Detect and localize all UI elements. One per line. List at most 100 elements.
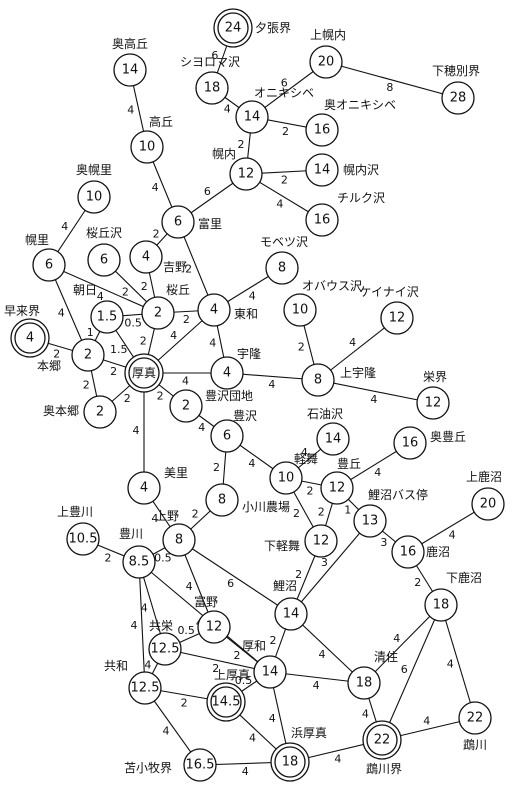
node-circle xyxy=(235,100,269,134)
node-circle xyxy=(269,461,303,495)
node-value: 14 xyxy=(314,163,331,178)
node-value: 8 xyxy=(175,533,183,548)
edge-weight: 2 xyxy=(293,507,300,520)
edge-keinai-kamiuryu xyxy=(317,317,398,381)
node-circle xyxy=(197,610,231,644)
edge-weight: 2 xyxy=(140,335,147,348)
node-value: 6 xyxy=(174,215,182,230)
edge-weight: 6 xyxy=(281,77,288,90)
node-label: 幌内沢 xyxy=(343,162,379,177)
node-shimokashinuma: 18 下鹿沼 xyxy=(424,570,482,622)
edge-shimokashinuma-kiyozumi xyxy=(363,604,442,684)
node-label: 幌内 xyxy=(212,146,236,161)
edge-weight: 2 xyxy=(192,508,199,521)
edge-kashiwanumabus-koinuma xyxy=(290,520,371,615)
edge-weight: 1.5 xyxy=(110,343,128,356)
node-circle xyxy=(458,701,492,735)
node-value: 18 xyxy=(204,81,221,96)
edge-weight: 2 xyxy=(105,551,112,564)
node-value: 12 xyxy=(425,396,442,411)
node-value: 8 xyxy=(314,373,322,388)
node-label: チルク沢 xyxy=(337,191,385,205)
node-value: 2 xyxy=(84,348,92,363)
node-circle xyxy=(77,180,111,214)
node-label: 宇隆 xyxy=(237,346,261,361)
edge-weight: 2 xyxy=(153,228,160,241)
node-circle xyxy=(305,113,339,147)
node-circle xyxy=(90,300,124,334)
node-label: 夕張界 xyxy=(255,21,291,35)
node-value: 4 xyxy=(210,303,218,318)
node-circle xyxy=(83,395,117,429)
node-circle xyxy=(309,45,343,79)
node-label: 鹿沼 xyxy=(426,544,450,559)
node-value: 16 xyxy=(314,213,331,228)
node-circle xyxy=(253,655,287,689)
edge-weight: 6 xyxy=(204,185,211,198)
node-label: 上幌内 xyxy=(310,27,346,42)
node-value: 12.5 xyxy=(151,642,180,657)
edge-weight: 2 xyxy=(295,568,302,581)
node-circle xyxy=(162,523,196,557)
node-uryu: 4宇隆 xyxy=(210,346,261,390)
node-circle xyxy=(148,632,182,666)
edge-weight: 2 xyxy=(282,125,289,138)
edge-weight: 4 xyxy=(374,466,381,479)
edge-kyoei-atsuwa xyxy=(164,648,271,673)
node-label: モベツ沢 xyxy=(260,235,308,249)
edge-weight: 4 xyxy=(276,197,283,210)
node-circle xyxy=(391,535,425,569)
edge-weight: 6 xyxy=(401,663,408,676)
node-inner-ring xyxy=(210,686,242,718)
edge-weight: 0.5 xyxy=(235,674,253,687)
node-value: 10 xyxy=(278,471,295,486)
node-value: 4 xyxy=(142,250,150,265)
node-asahi: 1.5朝日 xyxy=(73,283,124,334)
edge-weight: 1 xyxy=(344,504,351,517)
node-label: 高丘 xyxy=(149,114,173,129)
node-circle xyxy=(320,471,354,505)
edge-weight: 2 xyxy=(53,348,60,361)
node-label: 厚真 xyxy=(132,366,156,380)
node-circle xyxy=(265,251,299,285)
node-label: 鯉沼バス停 xyxy=(368,487,428,502)
node-value: 4 xyxy=(26,331,34,346)
node-label: 奥幌里 xyxy=(76,162,112,177)
node-label: 鵡川界 xyxy=(366,762,402,776)
node-circle xyxy=(87,243,121,277)
edge-weight: 6 xyxy=(211,49,218,62)
node-circle xyxy=(380,301,414,335)
edge-weight: 4 xyxy=(163,725,170,738)
node-label: 下穂別界 xyxy=(432,64,480,78)
node-circle xyxy=(205,483,239,517)
node-value: 16 xyxy=(314,123,331,138)
node-circle xyxy=(416,386,450,420)
node-label: 下鹿沼 xyxy=(446,570,482,585)
node-label: 豊沢団地 xyxy=(205,389,253,403)
edge-weight: 2 xyxy=(270,634,277,647)
edge-weight: 4 xyxy=(449,528,456,541)
edge-weight: 2 xyxy=(307,484,314,497)
edge-weight: 2 xyxy=(183,313,190,326)
node-label: 上鹿沼 xyxy=(466,469,502,484)
node-inner-ring xyxy=(274,746,306,778)
node-value: 18 xyxy=(433,598,450,613)
node-value: 6 xyxy=(100,253,108,268)
edge-weight: 0.5 xyxy=(154,552,172,565)
node-circle xyxy=(441,81,475,115)
edge-weight: 2 xyxy=(124,392,131,405)
node-value: 8 xyxy=(218,493,226,508)
